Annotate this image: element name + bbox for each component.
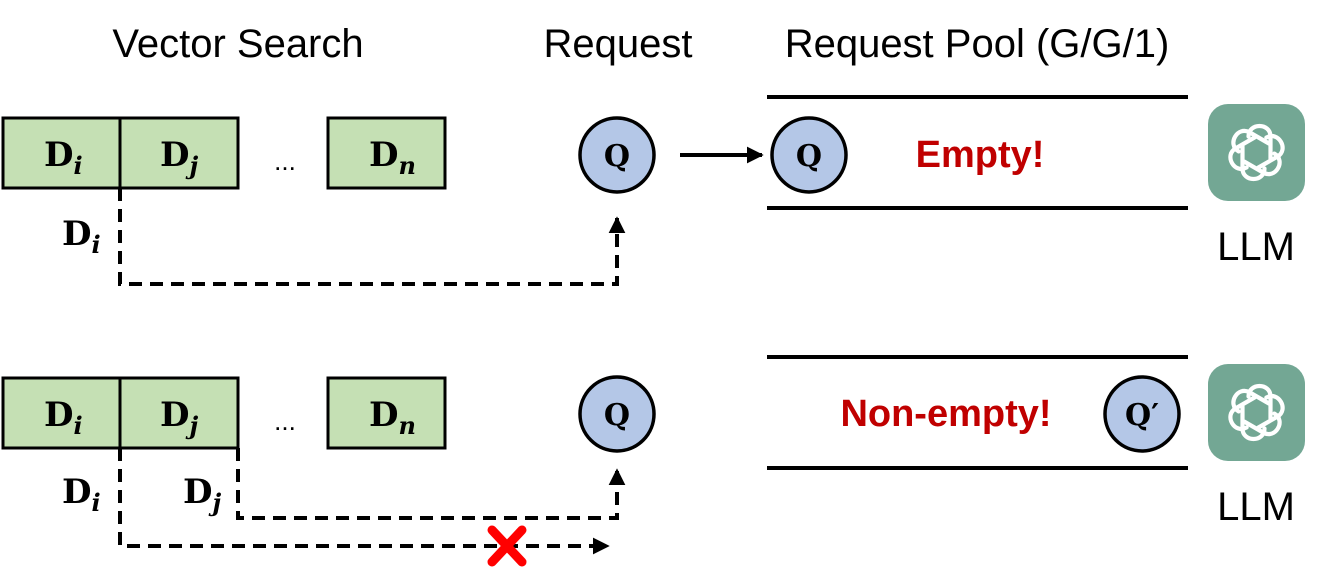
bottom-request-circle (578, 375, 656, 453)
bottom-doc-label-j: Dj (160, 395, 198, 440)
top-doc-ellipsis: ... (274, 146, 296, 176)
top-doc-strip (1, 116, 447, 190)
request-header: Request (544, 22, 693, 66)
pool-status-non-empty: Non-empty! (840, 393, 1051, 435)
bottom-retrieved-label-i: Di (62, 472, 101, 517)
top-pool-request-circle (770, 116, 848, 194)
bottom-llm-label: LLM (1217, 485, 1295, 529)
vector-search-header: Vector Search (112, 22, 363, 66)
bottom-pool-queued-request-circle (1103, 375, 1181, 453)
top-retrieval-arrow (118, 188, 626, 286)
top-doc-box-n (326, 116, 447, 190)
bottom-pool-queued-request-node: Q′ (1103, 375, 1181, 453)
bottom-doc-label-i: Di (44, 395, 83, 440)
top-scenario: Di Dj ... Dn Di Q Q Empty! LLM (1, 95, 1305, 286)
bottom-doc-box-n (326, 376, 447, 450)
bottom-retrieved-label-j: Dj (183, 472, 221, 517)
top-request-circle (578, 116, 656, 194)
top-pool-request-node: Q (770, 116, 848, 194)
bottom-doc-strip (1, 376, 447, 450)
bottom-scenario: Di Dj ... Dn Di Dj Q Non-empty! Q′ (1, 355, 1305, 567)
bottom-retrieval-arrow-i (118, 448, 610, 555)
top-doc-label-j: Dj (160, 135, 198, 180)
top-doc-label-n: Dn (369, 135, 416, 180)
bottom-request-label: Q (604, 398, 630, 433)
top-retrieved-label-i: Di (62, 214, 101, 259)
bottom-openai-logo-icon (1208, 364, 1305, 461)
bottom-doc-ellipsis: ... (274, 406, 296, 436)
pool-status-empty: Empty! (916, 134, 1045, 176)
bottom-request-node: Q (578, 375, 656, 453)
top-openai-logo-icon (1208, 104, 1305, 201)
top-llm-icon-bg (1208, 104, 1305, 201)
request-pool-header: Request Pool (G/G/1) (785, 22, 1170, 66)
bottom-retrieval-arrow-j (236, 448, 626, 520)
top-pool-request-label: Q (796, 139, 822, 174)
top-request-label: Q (604, 139, 630, 174)
red-cross-icon (487, 525, 527, 567)
top-doc-label-i: Di (44, 135, 83, 180)
top-request-node: Q (578, 116, 656, 194)
top-llm-label: LLM (1217, 225, 1295, 269)
bottom-pool-queued-request-label: Q′ (1125, 398, 1159, 433)
bottom-doc-label-n: Dn (369, 395, 416, 440)
bottom-llm-icon-bg (1208, 364, 1305, 461)
